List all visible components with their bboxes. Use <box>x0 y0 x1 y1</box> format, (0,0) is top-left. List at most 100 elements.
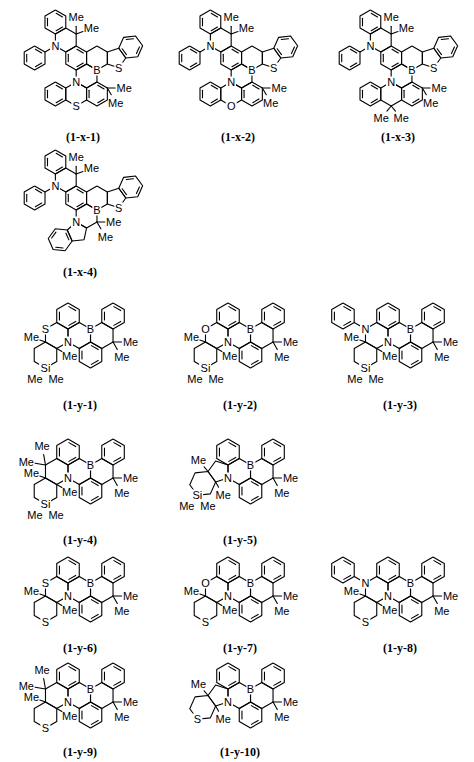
bond-line <box>122 189 126 195</box>
bond-line <box>377 349 382 352</box>
bond-line <box>81 487 82 495</box>
atom-label: S <box>193 714 202 725</box>
atom-label: Me <box>179 500 194 511</box>
bond-line <box>229 561 236 565</box>
atom-label: Me <box>191 679 206 690</box>
atom-label: Me <box>283 473 298 484</box>
bond-line <box>57 709 62 712</box>
bond-line <box>362 90 363 97</box>
ring-bond <box>422 557 445 583</box>
bond-line <box>91 706 98 710</box>
atom-label: S <box>41 723 50 734</box>
atom-label: Me <box>69 12 84 23</box>
atom-label: Me <box>347 373 362 384</box>
bond-line <box>200 594 206 596</box>
bond-line <box>229 575 236 579</box>
atom-label: N <box>223 697 233 708</box>
bond-line <box>291 47 294 54</box>
bond-line <box>217 349 222 352</box>
compound-number: (1-y-8) <box>383 642 417 654</box>
bond-line <box>434 321 441 325</box>
bond-line <box>264 566 265 574</box>
atom-label: Me <box>48 509 63 520</box>
atom-label: Me <box>27 509 42 520</box>
atom-label: Me <box>34 664 49 675</box>
bond-line <box>350 63 356 67</box>
bond-line <box>273 595 282 596</box>
compound-number: (1-y-10) <box>220 746 260 758</box>
atom-label: Me <box>123 591 138 602</box>
atom-label: Me <box>274 712 289 723</box>
bond-line <box>68 54 69 61</box>
atom-label: Me <box>215 489 230 500</box>
bond-line <box>389 575 396 579</box>
ring-bond <box>79 478 102 504</box>
bond-line <box>241 605 242 613</box>
bond-line <box>81 711 82 719</box>
atom-label: Me <box>62 604 77 615</box>
bond-line <box>371 13 377 17</box>
bond-line <box>371 85 377 89</box>
ring-bond <box>242 82 263 106</box>
bond-line <box>392 49 398 53</box>
atom-label: N <box>360 324 370 335</box>
atom-label: Me <box>19 456 34 467</box>
bond-line <box>251 482 258 486</box>
bond-line <box>114 681 121 685</box>
atom-label: Me <box>344 331 359 342</box>
bond-line <box>251 706 258 710</box>
ring-bond <box>332 303 355 329</box>
ring-bond <box>79 596 102 622</box>
atom-label: Me <box>62 350 77 361</box>
bond-line <box>424 566 425 574</box>
bond-line <box>76 166 77 174</box>
ring-bond <box>274 36 298 58</box>
ring-bond <box>217 557 240 583</box>
atom-label: B <box>92 65 101 76</box>
bond-line <box>114 443 121 447</box>
bond-line <box>379 566 380 574</box>
bond-line <box>56 99 62 103</box>
bond-line <box>104 566 105 574</box>
atom-label: Me <box>69 152 84 163</box>
bond-line <box>344 321 351 325</box>
ring-bond <box>79 342 102 368</box>
bond-line <box>113 341 122 342</box>
atom-label: Me <box>62 486 77 497</box>
bond-line <box>114 307 121 311</box>
bond-line <box>136 187 139 194</box>
bond-line <box>57 349 62 352</box>
bond-line <box>113 701 122 702</box>
bond-line <box>122 49 126 55</box>
bond-line <box>204 691 208 696</box>
bond-line <box>91 346 98 350</box>
bond-line <box>411 360 418 364</box>
atom-label: Si <box>192 490 204 501</box>
compound-number: (1-y-9) <box>63 746 97 758</box>
ring-bond <box>339 46 360 70</box>
atom-label: Me <box>283 697 298 708</box>
bond-line <box>264 672 265 680</box>
bond-line <box>216 706 219 711</box>
bond-line <box>66 233 69 240</box>
bond-line <box>181 54 182 61</box>
bond-line <box>57 603 62 606</box>
ring-bond <box>239 478 262 504</box>
ring-bond <box>377 303 400 329</box>
bond-line <box>264 312 265 320</box>
ring-bond <box>79 702 102 728</box>
atom-label: N <box>360 578 370 589</box>
bond-line <box>126 178 133 180</box>
ring-bond <box>48 229 72 251</box>
atom-label: Me <box>184 585 199 596</box>
bond-line <box>424 312 425 320</box>
bond-line <box>98 85 104 89</box>
bond-line <box>69 443 76 447</box>
bond-line <box>59 566 60 574</box>
bond-line <box>114 575 121 579</box>
bond-line <box>40 594 46 596</box>
ring-bond <box>102 303 125 329</box>
bond-line <box>107 88 111 95</box>
compound-number: (1-x-3) <box>381 131 415 143</box>
bond-line <box>200 340 206 342</box>
